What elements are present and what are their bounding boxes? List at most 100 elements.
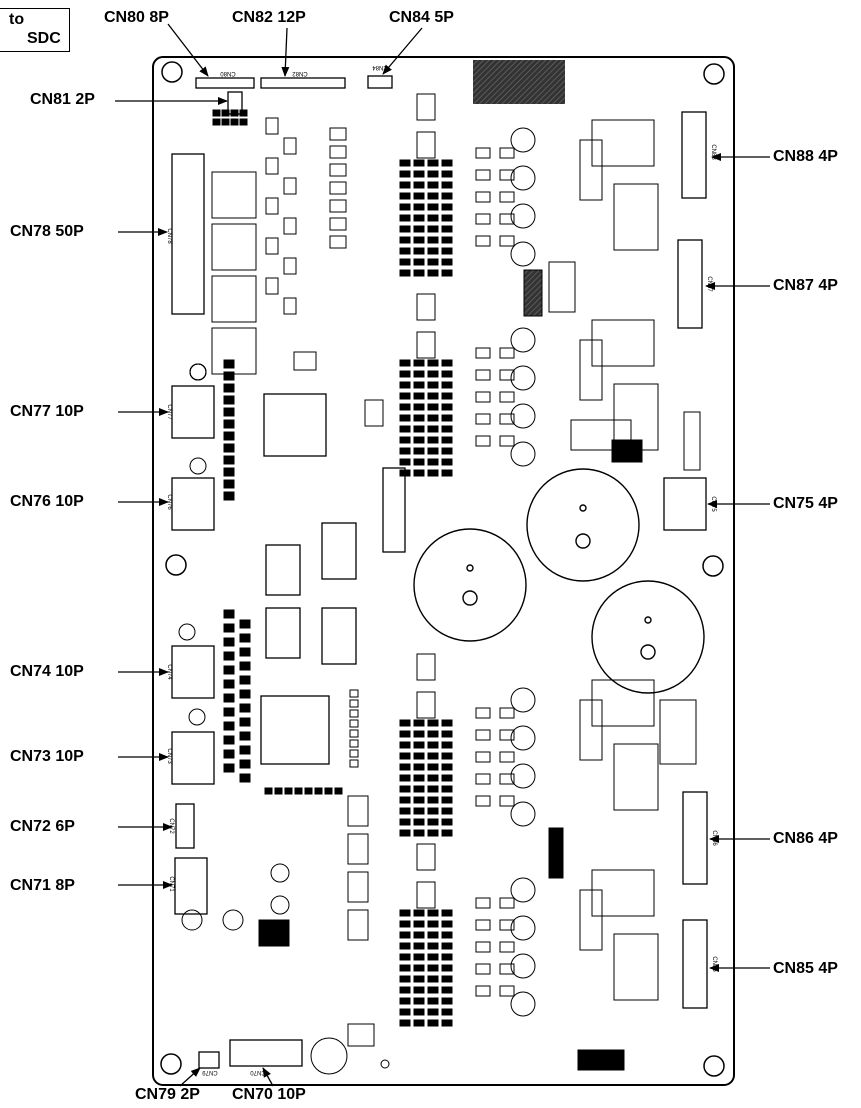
smd-component xyxy=(239,703,251,713)
smd-component xyxy=(475,773,491,785)
smd-component xyxy=(399,458,411,466)
smd-component xyxy=(364,399,384,427)
smd-component xyxy=(441,920,453,928)
smd-component xyxy=(427,225,439,233)
smd-component xyxy=(314,787,323,795)
silk-cn79: CN79 xyxy=(202,1069,218,1075)
smd-component xyxy=(427,381,439,389)
through-hole-component xyxy=(510,953,536,979)
label-cn72: CN72 6P xyxy=(10,818,75,835)
connector-cn88 xyxy=(681,111,707,199)
smd-component xyxy=(427,436,439,444)
smd-component xyxy=(413,964,425,972)
smd-component xyxy=(283,137,297,155)
smd-component xyxy=(523,269,543,317)
smd-component xyxy=(441,796,453,804)
smd-component xyxy=(274,787,283,795)
smd-component xyxy=(570,419,632,451)
through-hole-component xyxy=(178,623,196,641)
label-cn87: CN87 4P xyxy=(773,277,838,294)
smd-component xyxy=(427,719,439,727)
smd-component xyxy=(212,109,221,117)
smd-component xyxy=(441,458,453,466)
smd-component xyxy=(427,458,439,466)
callout-arrow xyxy=(167,23,209,77)
smd-component xyxy=(239,745,251,755)
smd-component xyxy=(349,719,359,728)
smd-component xyxy=(329,127,347,141)
connector-cn80 xyxy=(195,77,255,89)
smd-component xyxy=(239,118,248,126)
smd-component xyxy=(441,269,453,277)
capacitors xyxy=(413,468,705,694)
smd-component xyxy=(399,730,411,738)
smd-component xyxy=(334,787,343,795)
connector-cn76 xyxy=(171,477,215,531)
smd-component xyxy=(265,157,279,175)
smd-component xyxy=(221,109,230,117)
smd-component xyxy=(475,369,491,381)
smd-component xyxy=(223,395,235,405)
smd-component xyxy=(475,751,491,763)
smd-component xyxy=(427,785,439,793)
smd-component xyxy=(416,653,436,681)
smd-component xyxy=(427,920,439,928)
callout-arrows xyxy=(115,23,770,1087)
smd-component xyxy=(399,964,411,972)
smd-component xyxy=(347,909,369,941)
smd-component xyxy=(427,170,439,178)
smd-component xyxy=(427,214,439,222)
smd-component xyxy=(399,403,411,411)
smd-component xyxy=(441,964,453,972)
smd-component xyxy=(399,796,411,804)
connector-cn70 xyxy=(229,1039,303,1067)
smd-component xyxy=(324,787,333,795)
smd-component xyxy=(413,247,425,255)
smd-component xyxy=(265,237,279,255)
smd-component xyxy=(427,1008,439,1016)
smd-component xyxy=(223,431,235,441)
label-cn75: CN75 4P xyxy=(773,495,838,512)
smd-component xyxy=(221,118,230,126)
smd-component xyxy=(475,729,491,741)
smd-component xyxy=(475,413,491,425)
smd-component xyxy=(475,347,491,359)
smd-component xyxy=(329,181,347,195)
label-cn85: CN85 4P xyxy=(773,960,838,977)
smd-component xyxy=(427,763,439,771)
smd-component xyxy=(223,371,235,381)
callout-arrow xyxy=(262,1067,274,1087)
smd-component xyxy=(399,785,411,793)
smd-component xyxy=(499,941,515,953)
smd-component xyxy=(413,236,425,244)
smd-component xyxy=(416,331,436,359)
smd-component xyxy=(441,785,453,793)
smd-component xyxy=(413,214,425,222)
silk-cn74: CN74 xyxy=(166,664,172,680)
smd-component xyxy=(475,919,491,931)
smd-component xyxy=(399,931,411,939)
smd-component xyxy=(239,689,251,699)
smd-component xyxy=(399,225,411,233)
smd-component xyxy=(349,689,359,698)
label-cn88: CN88 4P xyxy=(773,148,838,165)
smd-component xyxy=(399,741,411,749)
smd-component xyxy=(475,435,491,447)
connector-cn85 xyxy=(682,919,708,1009)
smd-component xyxy=(399,214,411,222)
smd-component xyxy=(499,919,515,931)
smd-component xyxy=(399,953,411,961)
smd-component xyxy=(475,391,491,403)
ics xyxy=(260,393,406,765)
smd-component xyxy=(399,986,411,994)
silk-cn85: CN85 xyxy=(711,956,717,972)
through-hole-component xyxy=(189,363,207,381)
through-hole-component xyxy=(181,909,203,931)
smd-component xyxy=(683,411,701,471)
smd-component xyxy=(441,447,453,455)
smd-component xyxy=(349,739,359,748)
note-line1: to xyxy=(9,11,25,28)
smd-component xyxy=(499,191,515,203)
label-cn81: CN81 2P xyxy=(30,91,95,108)
smd-component xyxy=(347,871,369,903)
